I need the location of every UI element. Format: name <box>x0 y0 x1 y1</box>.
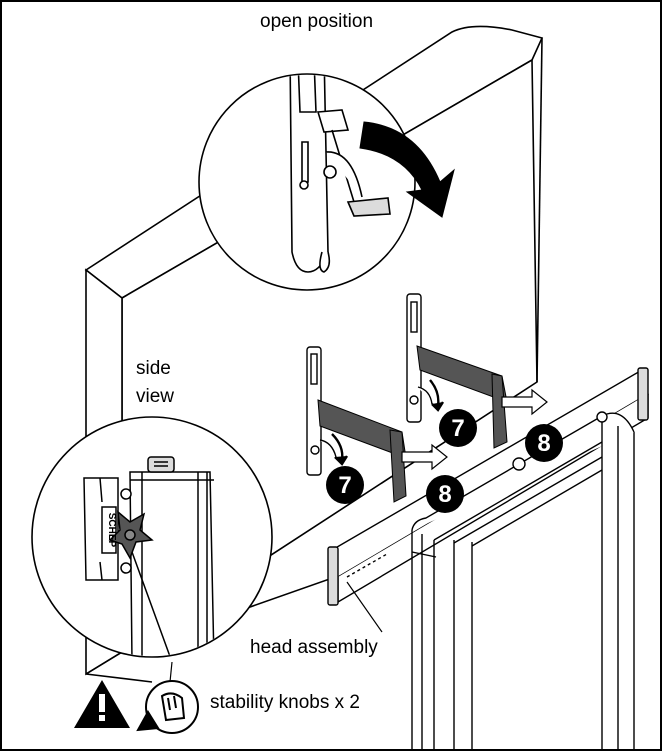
brand-mark: SCHEP <box>106 513 117 548</box>
side-view-detail: SCHEP <box>31 416 273 658</box>
side-view-label-line1: side <box>136 358 171 379</box>
curved-arrow-icon <box>331 379 445 466</box>
svg-text:8: 8 <box>438 481 451 508</box>
wall-bracket-lower <box>306 346 337 476</box>
step-badge-8-upper: 8 <box>525 424 563 462</box>
push-arrow-lower <box>401 443 448 471</box>
open-position-label: open position <box>260 11 374 32</box>
svg-text:7: 7 <box>451 415 464 442</box>
step-badge-7-lower: 7 <box>326 466 364 504</box>
stability-knobs-label: stability knobs x 2 <box>210 692 360 713</box>
rotation-arrow-icon <box>359 121 455 218</box>
step-badge-7-upper: 7 <box>439 409 477 447</box>
svg-text:7: 7 <box>338 472 351 499</box>
mount-rail-lower <box>317 399 407 503</box>
head-assembly-label: head assembly <box>250 637 378 658</box>
knob-pointer <box>169 661 173 683</box>
warning-icon <box>74 680 130 728</box>
open-position-detail <box>198 73 455 291</box>
rotate-counterclockwise-icon <box>136 680 199 734</box>
svg-text:8: 8 <box>537 430 550 457</box>
head-assembly-pointer <box>346 581 383 633</box>
push-arrow-upper <box>501 388 548 416</box>
mount-rail-upper <box>416 345 508 449</box>
step-badge-8-lower: 8 <box>426 475 464 513</box>
side-view-label-line2: view <box>136 386 175 407</box>
